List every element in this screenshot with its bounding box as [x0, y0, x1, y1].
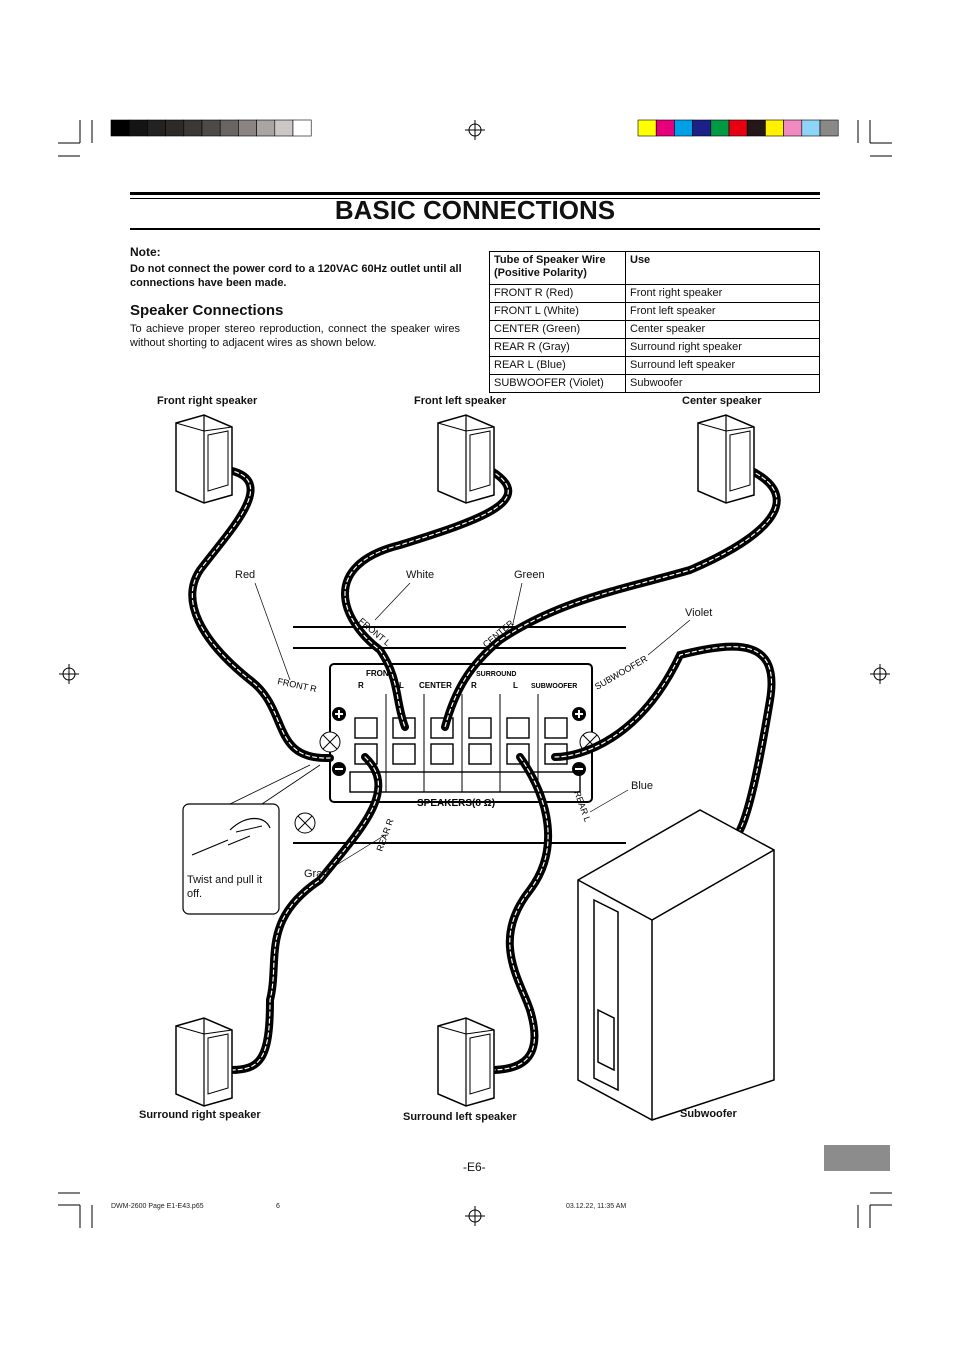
- table-cell: Surround left speaker: [625, 356, 820, 375]
- panel-surround-label: SURROUND: [476, 671, 516, 678]
- panel-speakers-label: SPEAKERS(8 Ω): [417, 798, 495, 809]
- table-cell: Subwoofer: [625, 374, 820, 393]
- minus-icon: [572, 762, 586, 776]
- print-date: 03.12.22, 11:35 AM: [566, 1203, 627, 1210]
- note-body: Do not connect the power cord to a 120VA…: [130, 263, 462, 289]
- panel-l-label: L: [399, 681, 404, 690]
- wire-label-violet: Violet: [685, 607, 713, 619]
- table-header-cell: Use: [625, 251, 820, 285]
- subwoofer-cabinet: [577, 809, 775, 1121]
- tube-label-subwoofer: SUBWOOFER: [593, 653, 650, 691]
- table-cell: REAR R (Gray): [489, 338, 626, 357]
- swatch: [292, 119, 312, 137]
- title-rule-top-thin: [130, 198, 820, 199]
- print-file-name: DWM-2600 Page E1-E43.p65: [111, 1203, 204, 1210]
- wire-label-blue: Blue: [631, 780, 654, 792]
- title-rule-top: [130, 192, 820, 195]
- table-row: FRONT R (Red)Front right speaker: [489, 284, 820, 303]
- front-left-speaker: [437, 414, 495, 504]
- page-title: BASIC CONNECTIONS: [334, 195, 616, 225]
- section-heading: Speaker Connections: [130, 302, 284, 319]
- table-header-cell: Tube of Speaker Wire (Positive Polarity): [489, 251, 626, 285]
- unit-back-panel: [293, 626, 626, 844]
- title-rule-bottom: [130, 228, 820, 230]
- wire-label-green: Green: [514, 569, 545, 581]
- label-center-speaker: Center speaker: [682, 395, 762, 407]
- panel-subwoofer-label: SUBWOOFER: [531, 683, 577, 690]
- plus-icon: [332, 707, 346, 721]
- panel-r-label: R: [471, 681, 477, 690]
- panel-l-label: L: [513, 681, 518, 690]
- panel-r-label: R: [358, 681, 364, 690]
- panel-front-label: FRONT: [366, 669, 394, 678]
- table-row: SUBWOOFER (Violet)Subwoofer: [489, 374, 820, 393]
- inset-caption: Twist and pull it off.: [187, 874, 263, 900]
- label-surround-left-speaker: Surround left speaker: [403, 1111, 517, 1123]
- center-speaker: [697, 414, 755, 504]
- table-row: REAR R (Gray)Surround right speaker: [489, 338, 820, 357]
- section-body: To achieve proper stereo reproduction, c…: [130, 323, 460, 349]
- page-number: -E6-: [463, 1160, 486, 1174]
- registration-target-bottom: [465, 1206, 485, 1226]
- registration-target-left: [59, 664, 79, 684]
- label-front-left-speaker: Front left speaker: [414, 395, 507, 407]
- table-header-row: Tube of Speaker Wire (Positive Polarity)…: [489, 251, 820, 285]
- leader-lines: [254, 582, 691, 873]
- registration-target-top: [465, 120, 485, 140]
- note-label: Note:: [130, 245, 161, 259]
- wire-label-red: Red: [235, 569, 256, 581]
- speaker-terminals: [349, 717, 581, 793]
- surround-left-speaker: [437, 1017, 495, 1107]
- color-swatch-bar: [637, 119, 839, 137]
- wire-label-gray: Gray: [304, 868, 328, 880]
- table-cell: REAR L (Blue): [489, 356, 626, 375]
- terminal-dividers: [385, 694, 539, 792]
- speaker-wire-table: Tube of Speaker Wire (Positive Polarity)…: [489, 251, 820, 393]
- tube-label-front-r: FRONT R: [277, 676, 319, 694]
- label-subwoofer: Subwoofer: [680, 1108, 737, 1120]
- swatch: [819, 119, 839, 137]
- front-right-speaker: [175, 414, 233, 504]
- table-row: REAR L (Blue)Surround left speaker: [489, 356, 820, 375]
- panel-center-label: CENTER: [419, 681, 452, 690]
- gray-swatch-bar: [110, 119, 312, 137]
- speaker-cables: [188, 466, 781, 1074]
- screw-icon: [319, 731, 341, 753]
- print-page-number: 6: [276, 1203, 280, 1210]
- minus-icon: [332, 762, 346, 776]
- surround-right-speaker: [175, 1017, 233, 1107]
- label-front-right-speaker: Front right speaker: [157, 395, 258, 407]
- plus-icon: [572, 707, 586, 721]
- registration-target-right: [870, 664, 890, 684]
- table-cell: SUBWOOFER (Violet): [489, 374, 626, 393]
- tube-label-rear-r: REAR R: [374, 817, 395, 853]
- label-surround-right-speaker: Surround right speaker: [139, 1109, 261, 1121]
- screw-icon: [294, 812, 316, 834]
- inset-twist-box: [182, 764, 321, 915]
- wire-label-white: White: [406, 569, 435, 581]
- page-edge-tab: [824, 1145, 890, 1171]
